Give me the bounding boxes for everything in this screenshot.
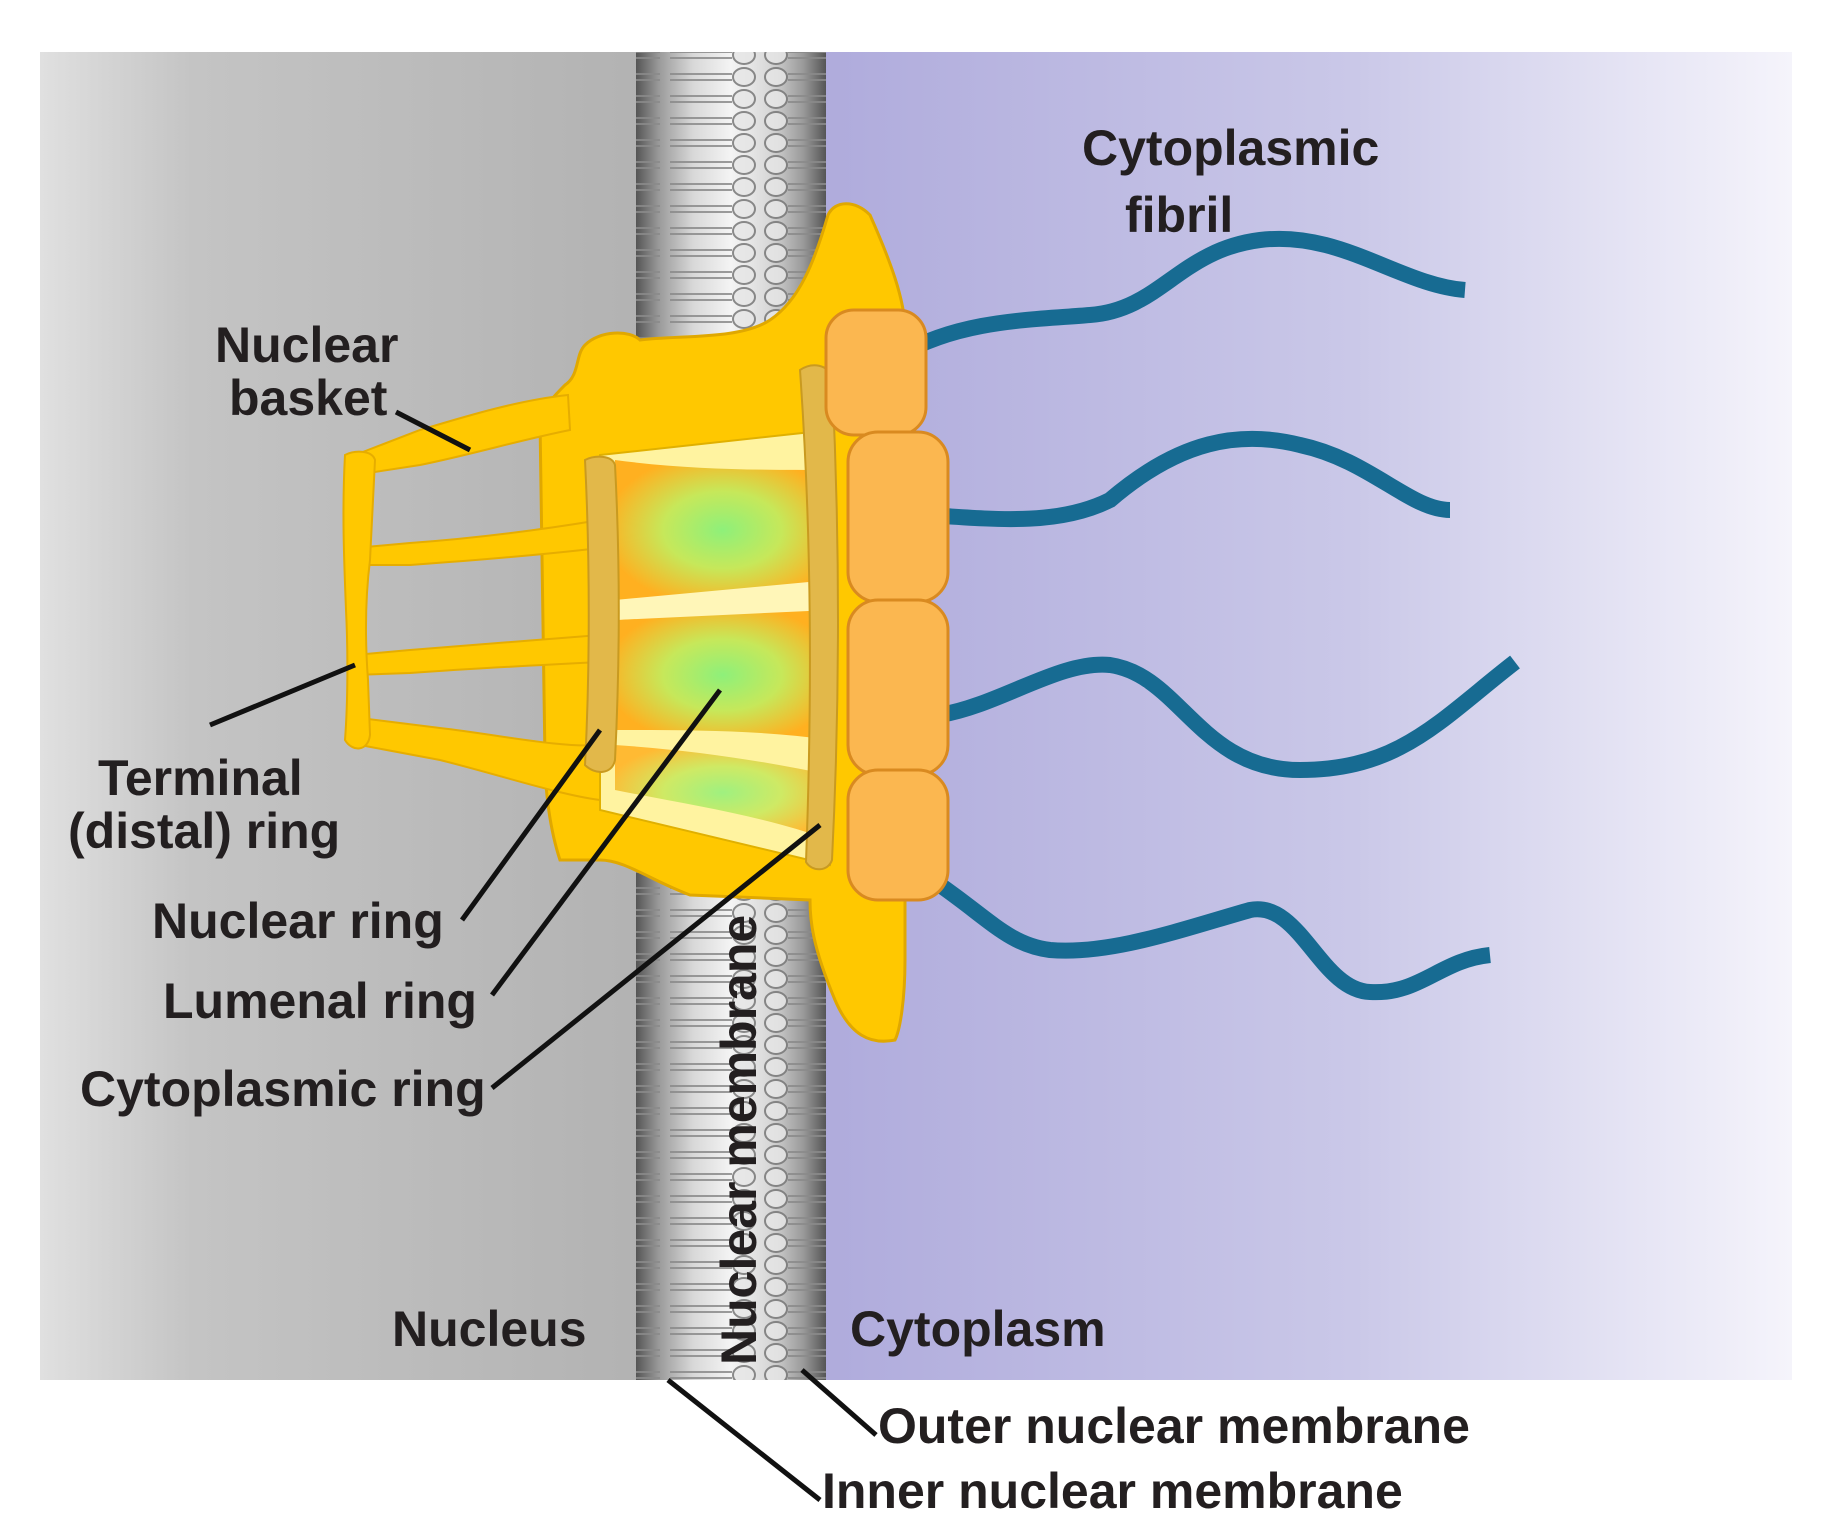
label-nuclear-basket-1: Nuclear [215,317,398,373]
ring-subunit-2 [846,430,950,604]
label-nucleus: Nucleus [392,1301,587,1357]
cytoplasmic-ring-subunits [824,308,950,902]
leader-nuclear-basket [394,409,472,453]
fibril-4 [935,878,1492,1001]
nuclear-basket [342,393,601,802]
leader-outer-membrane [800,1368,878,1437]
label-cytoplasmic-ring: Cytoplasmic ring [80,1061,486,1117]
label-lumenal-ring: Lumenal ring [163,973,477,1029]
label-nuclear-basket-2: basket [229,370,388,426]
label-inner-nuclear-membrane: Inner nuclear membrane [822,1463,1403,1519]
label-cytoplasmic-fibril-1: Cytoplasmic [1082,120,1379,176]
ring-subunit-3 [846,598,950,777]
cytoplasm-region [820,52,1792,1380]
leader-lines [209,409,878,1502]
label-terminal-ring-2: (distal) ring [68,803,340,859]
label-nuclear-ring: Nuclear ring [152,893,444,949]
cytoplasmic-fibrils [895,230,1520,1001]
leader-nuclear-ring [459,728,603,922]
leader-cytoplasmic-ring [490,823,822,1090]
ring-subunit-4 [846,768,950,902]
leader-lumenal-ring [489,688,723,997]
central-channel [599,428,831,867]
leader-inner-membrane [666,1378,822,1502]
fibril-1 [895,230,1466,362]
nuclear-ring [583,455,620,773]
label-nuclear-membrane: Nuclear membrane [711,915,767,1365]
label-outer-nuclear-membrane: Outer nuclear membrane [878,1398,1470,1454]
ring-subunit-1 [824,308,928,437]
label-cytoplasmic-fibril-2: fibril [1125,187,1233,243]
fibril-2 [929,430,1451,528]
label-terminal-ring-1: Terminal [98,750,303,806]
leader-terminal-ring [209,662,356,728]
fibril-3 [938,655,1520,779]
label-cytoplasm: Cytoplasm [850,1301,1106,1357]
